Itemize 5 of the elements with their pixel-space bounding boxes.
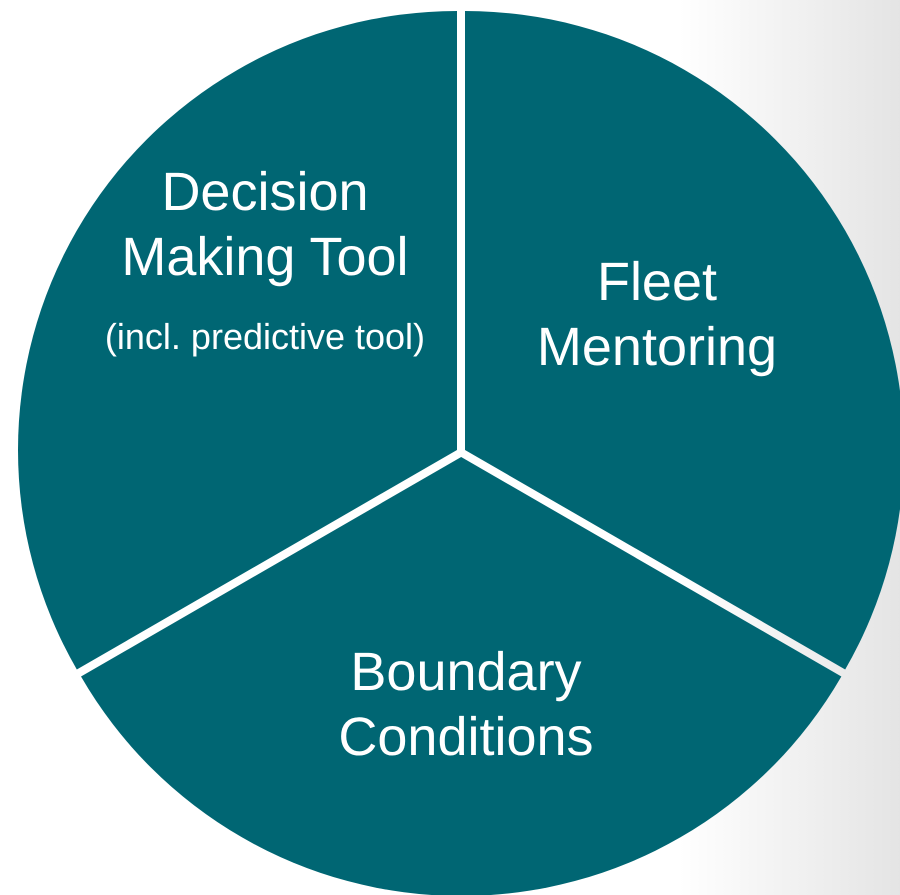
segment-title: Decision Making Tool	[120, 161, 410, 289]
segment-title: Fleet Mentoring	[536, 251, 778, 379]
segment-title: Boundary Conditions	[337, 641, 595, 769]
segment-note: (incl. predictive tool)	[104, 314, 426, 359]
pie-segment	[80, 457, 842, 895]
